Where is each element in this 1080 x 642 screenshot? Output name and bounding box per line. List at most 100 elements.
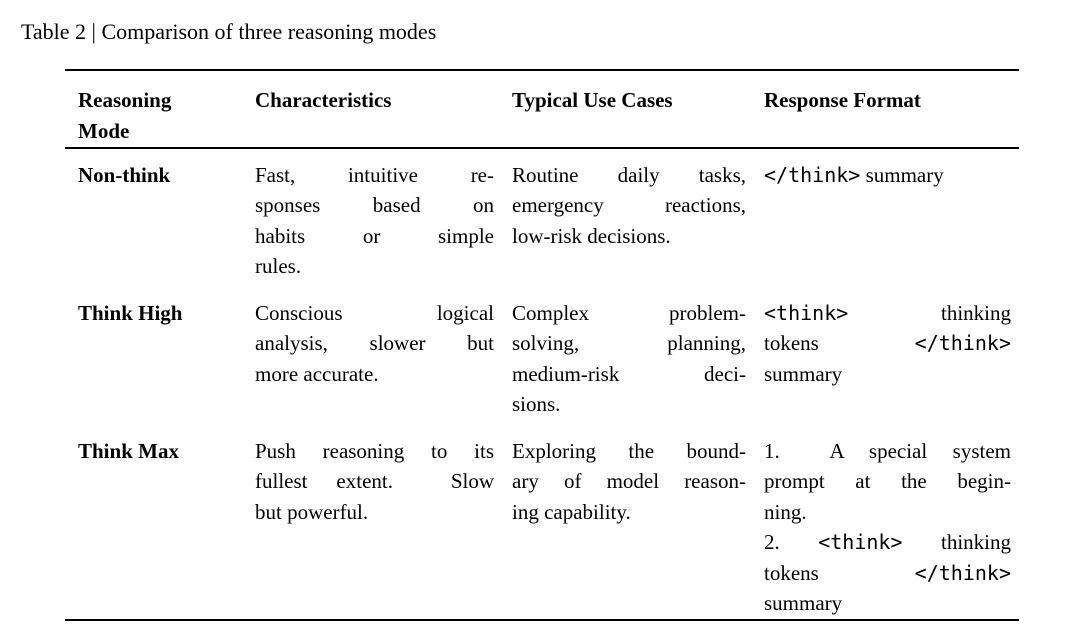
text-segment: habits or simple [255,223,494,248]
response-format-cell: </think> summary [764,160,1019,282]
text-segment: prompt at the begin- [764,469,1011,493]
header-label-line: Typical Use Cases [512,88,673,112]
text-segment: rules. [255,254,302,278]
text-segment: 1. A special system [764,438,1011,463]
header-label-line: Characteristics [255,88,392,112]
header-label-line: Response Format [764,88,921,112]
table-caption: Table 2 | Comparison of three reasoning … [21,17,436,47]
text-segment: fullest extent. Slow [255,469,494,493]
characteristics-line: more accurate. [255,359,494,390]
use-cases-cell: Routine daily tasks, emergency reactions,… [512,160,764,282]
characteristics-line: but powerful. [255,497,494,528]
table-row: Non-think Fast, intuitive re-sponses base… [65,149,1019,282]
text-segment: medium-risk deci- [512,361,746,386]
response-format-line: summary [764,588,1011,619]
mode-cell: Non-think [65,160,255,282]
code-tag: <think> [764,300,849,325]
use-cases-line: Complex problem- [512,298,746,329]
mode-name: Think Max [78,438,179,463]
table-caption-text: Table 2 | Comparison of three reasoning … [21,19,437,44]
text-segment: thinking [902,530,1011,554]
text-segment: summary [860,162,944,187]
text-segment: sponses based on [255,193,494,217]
use-cases-line: ary of model reason- [512,466,746,497]
characteristics-line: rules. [255,251,494,282]
text-segment: summary [764,591,843,615]
table-row: Think High Conscious logical analysis, slo… [65,282,1019,420]
table-body: Non-think Fast, intuitive re-sponses base… [65,149,1019,619]
header-cell-response-format: Response Format [764,85,1019,147]
text-segment: Complex problem- [512,300,746,325]
header-label-line: Mode [78,118,130,143]
text-segment: Fast, intuitive re- [255,162,494,187]
text-segment: tokens [764,560,915,585]
text-segment: more accurate. [255,361,379,386]
response-format-line: tokens </think> [764,558,1011,589]
text-segment: ing capability. [512,499,631,524]
text-segment: ary of model reason- [512,469,746,493]
header-cell-typical-use-cases: Typical Use Cases [512,85,764,147]
text-segment: emergency reactions, [512,193,746,217]
response-format-line: ning. [764,497,1011,528]
text-segment: 2. [764,530,819,554]
mode-name: Non-think [78,162,171,187]
code-tag: <think> [818,530,903,554]
text-segment: solving, planning, [512,331,746,355]
characteristics-line: Fast, intuitive re- [255,160,494,191]
characteristics-line: analysis, slower but [255,328,494,359]
text-segment: summary [764,361,843,386]
mode-cell: Think High [65,298,255,420]
characteristics-line: Push reasoning to its [255,436,494,467]
use-cases-line: emergency reactions, [512,190,746,221]
response-format-line: summary [764,359,1011,390]
characteristics-cell: Fast, intuitive re-sponses based on habit… [255,160,512,282]
use-cases-line: Exploring the bound- [512,436,746,467]
text-segment: but powerful. [255,499,369,524]
characteristics-line: fullest extent. Slow [255,466,494,497]
text-segment: Routine daily tasks, [512,162,746,187]
response-format-line: <think> thinking [764,298,1011,329]
text-segment: tokens [764,331,915,355]
text-segment: thinking [848,300,1011,325]
characteristics-cell: Push reasoning to its fullest extent. Slo… [255,436,512,619]
text-segment: sions. [512,392,561,416]
use-cases-line: medium-risk deci- [512,359,746,390]
use-cases-cell: Exploring the bound-ary of model reason-… [512,436,764,619]
mode-name: Think High [78,300,183,325]
table-header-rule [65,147,1019,149]
characteristics-cell: Conscious logical analysis, slower but mor… [255,298,512,420]
characteristics-line: sponses based on [255,190,494,221]
code-tag: </think> [914,560,1011,585]
table-row: Think Max Push reasoning to its fullest ex… [65,420,1019,619]
text-segment: Exploring the bound- [512,438,746,463]
response-format-line: prompt at the begin- [764,466,1011,497]
use-cases-line: sions. [512,389,746,420]
use-cases-line: solving, planning, [512,328,746,359]
use-cases-line: Routine daily tasks, [512,160,746,191]
text-segment: Conscious logical [255,300,494,325]
use-cases-line: ing capability. [512,497,746,528]
response-format-line: tokens </think> [764,328,1011,359]
table-bottom-rule [65,618,1019,621]
text-segment: low-risk decisions. [512,223,671,248]
characteristics-line: Conscious logical [255,298,494,329]
use-cases-line: low-risk decisions. [512,221,746,252]
text-segment: analysis, slower but [255,331,494,355]
response-format-line: </think> summary [764,160,1011,191]
header-cell-characteristics: Characteristics [255,85,512,147]
text-segment: ning. [764,499,807,524]
response-format-cell: 1. A special system prompt at the begin-n… [764,436,1019,619]
text-segment: Push reasoning to its [255,438,494,463]
header-label-line: Reasoning [78,88,172,112]
use-cases-cell: Complex problem-solving, planning, medium… [512,298,764,420]
code-tag: </think> [914,331,1011,355]
mode-cell: Think Max [65,436,255,619]
response-format-line: 2. <think> thinking [764,527,1011,558]
code-tag: </think> [764,162,861,187]
response-format-line: 1. A special system [764,436,1011,467]
